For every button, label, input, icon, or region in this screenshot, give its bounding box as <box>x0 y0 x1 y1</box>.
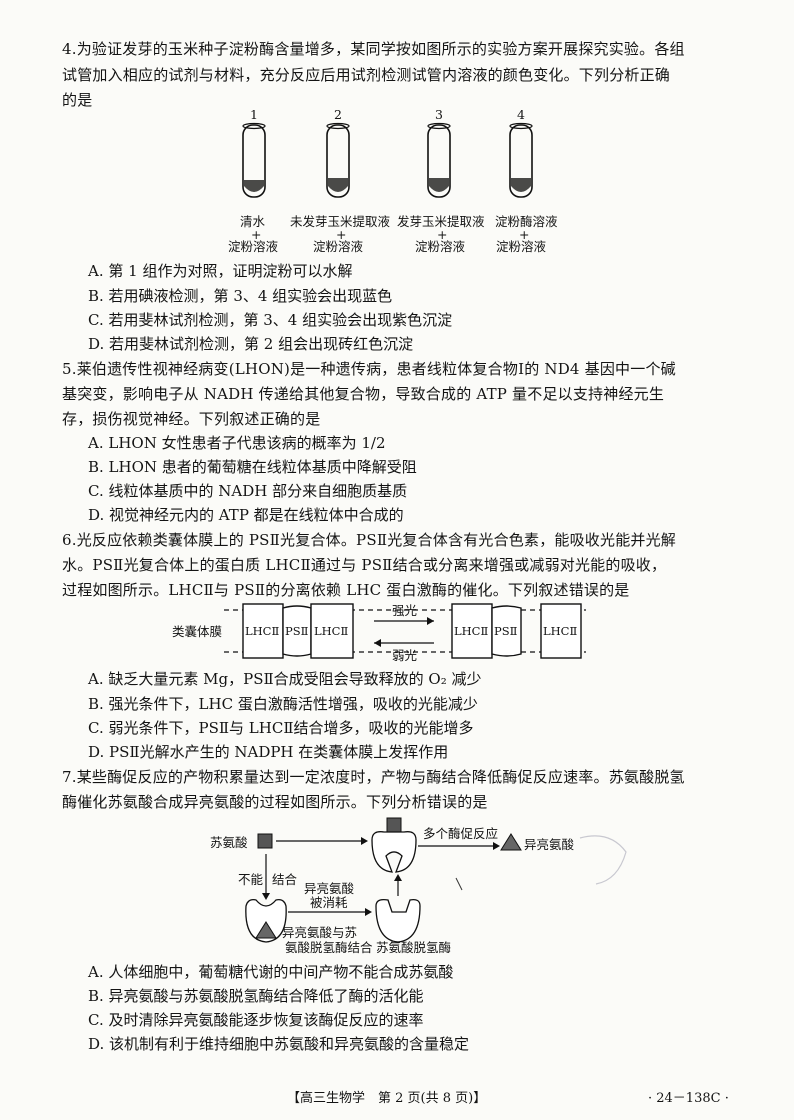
q7-option-c[interactable]: C. 及时清除异亮氨酸能逐步恢复该酶促反应的速率 <box>88 1011 424 1029</box>
consumed-label-1: 异亮氨酸 <box>304 881 355 896</box>
enzyme-label: 苏氨酸脱氢酶 <box>376 940 452 955</box>
q5-stem-line-1: 5.莱伯遗传性视神经病变(LHON)是一种遗传病，患者线粒体复合物Ⅰ的 ND4 … <box>62 360 676 378</box>
tube-4-label-bottom: 淀粉溶液 <box>496 239 547 254</box>
q5-option-a[interactable]: A. LHON 女性患者子代患该病的概率为 1/2 <box>88 434 386 452</box>
q4-stem-line-1: 4.为验证发芽的玉米种子淀粉酶含量增多，某同学按如图所示的实验方案开展探究实验。… <box>62 40 685 58</box>
right-ps-box <box>491 605 522 657</box>
q5-stem-line-3: 存，损伤视觉神经。下列叙述正确的是 <box>62 410 321 428</box>
tube-4-plus: + <box>519 227 530 242</box>
threonine-square-icon <box>257 833 273 849</box>
tube-2-label-bottom: 淀粉溶液 <box>313 239 364 254</box>
right-lhc-box-1 <box>451 603 493 659</box>
q4-option-a[interactable]: A. 第 1 组作为对照，证明淀粉可以水解 <box>88 262 353 280</box>
q4-option-d[interactable]: D. 若用斐林试剂检测，第 2 组会出现砖红色沉淀 <box>88 335 414 353</box>
isoleucine-triangle-icon <box>500 833 522 851</box>
free-enzyme-icon <box>375 898 421 943</box>
test-tube-4 <box>509 122 533 198</box>
tube-1-number: 1 <box>250 107 258 122</box>
q7-option-a[interactable]: A. 人体细胞中，葡萄糖代谢的中间产物不能合成苏氨酸 <box>88 963 454 981</box>
q6-option-b[interactable]: B. 强光条件下，LHC 蛋白激酶活性增强，吸收的光能减少 <box>88 695 478 713</box>
bound-isoleucine-triangle-icon <box>255 921 277 939</box>
bind-label: 结合 <box>272 872 298 887</box>
right-lhc-label-1: LHCⅡ <box>454 624 489 638</box>
q6-stem-line-1: 6.光反应依赖类囊体膜上的 PSⅡ光复合体。PSⅡ光复合体含有光合色素，能吸收光… <box>62 531 677 549</box>
right-ps-label: PSⅡ <box>494 624 518 638</box>
tube-1-label-top: 清水 <box>240 214 266 229</box>
tube-2-plus: + <box>336 227 347 242</box>
q6-option-a[interactable]: A. 缺乏大量元素 Mg，PSⅡ合成受阻会导致释放的 O₂ 减少 <box>88 670 482 688</box>
thylakoid-diagram <box>224 603 586 659</box>
left-lhc-label-2: LHCⅡ <box>314 624 349 638</box>
tube-1-plus: + <box>251 227 262 242</box>
left-lhc-label-1: LHCⅡ <box>245 624 280 638</box>
feedback-inhibition-diagram <box>245 817 627 943</box>
tube-1-label-bottom: 淀粉溶液 <box>228 239 279 254</box>
left-lhc-box-1 <box>242 603 284 659</box>
threonine-label: 苏氨酸 <box>210 835 248 850</box>
multi-reaction-label: 多个酶促反应 <box>423 826 499 841</box>
q6-option-c[interactable]: C. 弱光条件下，PSⅡ与 LHCⅡ结合增多，吸收的光能增多 <box>88 719 474 737</box>
q4-option-c[interactable]: C. 若用斐林试剂检测，第 3、4 组实验会出现紫色沉淀 <box>88 311 453 329</box>
q4-option-b[interactable]: B. 若用碘液检测，第 3、4 组实验会出现蓝色 <box>88 287 393 305</box>
right-lhc-box-2 <box>540 603 582 659</box>
test-tube-1 <box>242 122 266 198</box>
weak-light-label: 弱光 <box>392 648 418 663</box>
tube-4-label-top: 淀粉酶溶液 <box>495 214 558 229</box>
isoleucine-label: 异亮氨酸 <box>524 837 575 852</box>
q7-stem-line-2: 酶催化苏氨酸合成异亮氨酸的过程如图所示。下列分析错误的是 <box>62 793 488 811</box>
q5-option-c[interactable]: C. 线粒体基质中的 NADH 部分来自细胞质基质 <box>88 482 408 500</box>
q5-option-d[interactable]: D. 视觉神经元内的 ATP 都是在线粒体中合成的 <box>88 506 404 524</box>
bound-label-1: 异亮氨酸与苏 <box>282 925 358 940</box>
tube-3-label-bottom: 淀粉溶液 <box>415 239 466 254</box>
q7-option-d[interactable]: D. 该机制有利于维持细胞中苏氨酸和异亮氨酸的含量稳定 <box>88 1035 470 1053</box>
left-lhc-box-2 <box>310 603 354 659</box>
test-tube-3 <box>427 122 451 198</box>
tube-3-label-top: 发芽玉米提取液 <box>397 214 485 229</box>
q5-stem-line-2: 基突变，影响电子从 NADH 传递给其他复合物，导致合成的 ATP 量不足以支持… <box>62 385 665 403</box>
q6-stem-line-2: 水。PSⅡ光复合体上的蛋白质 LHCⅡ通过与 PSⅡ结合或分离来增强或减弱对光能… <box>62 556 667 574</box>
pencil-scribble <box>579 835 627 885</box>
q7-option-b[interactable]: B. 异亮氨酸与苏氨酸脱氢酶结合降低了酶的活化能 <box>88 987 424 1005</box>
tube-3-plus: + <box>437 227 448 242</box>
membrane-label: 类囊体膜 <box>172 624 223 639</box>
enzyme-active-icon <box>371 831 417 873</box>
strong-light-label: 强光 <box>392 603 418 618</box>
q6-option-d[interactable]: D. PSⅡ光解水产生的 NADPH 在类囊体膜上发挥作用 <box>88 743 449 761</box>
right-lhc-label-2: LHCⅡ <box>543 624 578 638</box>
bound-label-2: 氨酸脱氢酶结合 <box>285 940 373 955</box>
q6-stem-line-3: 过程如图所示。LHCⅡ与 PSⅡ的分离依赖 LHC 蛋白激酶的催化。下列叙述错误… <box>62 581 630 599</box>
q5-option-b[interactable]: B. LHON 患者的葡萄糖在线粒体基质中降解受阻 <box>88 458 417 476</box>
cannot-label: 不能 <box>238 872 264 887</box>
left-ps-label: PSⅡ <box>285 624 309 638</box>
tube-4-number: 4 <box>517 107 525 122</box>
q7-stem-line-1: 7.某些酶促反应的产物积累量达到一定浓度时，产物与酶结合降低酶促反应速率。苏氨酸… <box>62 768 685 786</box>
q4-stem-line-3: 的是 <box>62 91 93 109</box>
tube-3-number: 3 <box>435 107 443 122</box>
tube-2-number: 2 <box>334 107 342 122</box>
page-footer-center: 【高三生物学 第 2 页(共 8 页)】 <box>287 1091 487 1106</box>
page-footer-code: · 24－138C · <box>648 1091 729 1106</box>
test-tube-2 <box>326 122 350 198</box>
bound-threonine-square-icon <box>386 817 402 833</box>
test-tube-diagram <box>242 122 533 198</box>
inhibited-enzyme-icon <box>245 898 287 943</box>
consumed-label-2: 被消耗 <box>310 895 348 910</box>
q4-stem-line-2: 试管加入相应的试剂与材料，充分反应后用试剂检测试管内溶液的颜色变化。下列分析正确 <box>62 66 671 84</box>
tube-2-label-top: 未发芽玉米提取液 <box>290 214 391 229</box>
